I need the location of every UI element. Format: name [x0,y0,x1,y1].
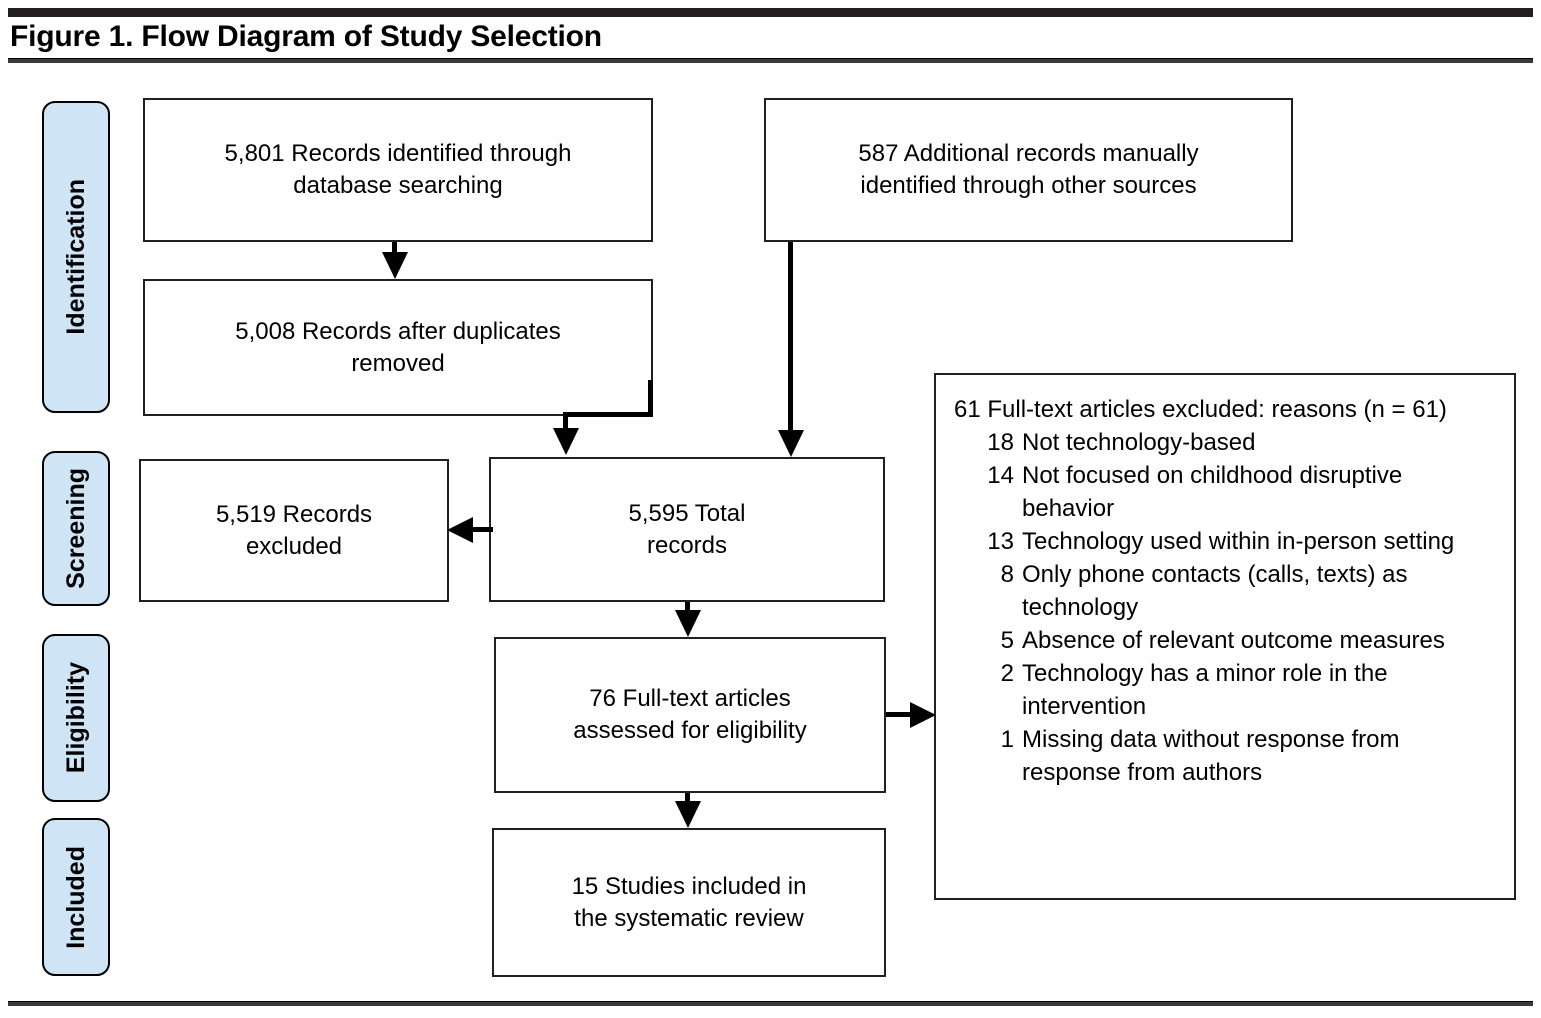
exclusion-reason-item: 18 Not technology-based [980,426,1500,459]
connector-duplicates-to-total-arrow [553,428,579,455]
exclusion-reason-text: Missing data without response from respo… [1022,726,1400,786]
connector-total-to-excluded-arrow [447,517,473,543]
box-records-identified-database-line2: database searching [293,172,503,199]
exclusion-reason-item: 8 Only phone contacts (calls, texts) as … [980,558,1500,624]
title-underline-rule [8,58,1533,63]
exclusion-reason-item: 13 Technology used within in-person sett… [980,525,1500,558]
box-fulltext-assessed-line1: 76 Full-text articles [589,685,791,712]
stage-label-identification: Identification [42,101,110,413]
exclusion-reason-item: 1 Missing data without response from res… [980,723,1500,789]
box-records-after-duplicates-line2: removed [351,349,445,377]
stage-label-screening: Screening [42,451,110,606]
box-additional-records-line2: identified through other sources [860,172,1197,199]
connector-total-to-fulltext-arrow [675,610,701,637]
box-total-records-line2: records [646,531,728,559]
box-records-after-duplicates-line1: 5,008 Records after duplicates [235,317,561,345]
exclusion-reason-text: Technology has a minor role in the inter… [1022,660,1388,720]
box-records-after-duplicates: 5,008 Records after duplicates removed [143,279,653,416]
box-records-excluded-line2: excluded [245,532,343,560]
box-total-records: 5,595 Total records [489,457,885,602]
box-exclusion-reasons: 61 Full-text articles excluded: reasons … [934,373,1516,900]
exclusion-reason-count: 18 [987,429,1014,456]
box-additional-records: 587 Additional records manually identifi… [764,98,1293,242]
exclusion-reason-count: 14 [987,462,1014,489]
box-studies-included-line1: 15 Studies included in [571,872,807,900]
stage-label-eligibility-text: Eligibility [61,662,90,774]
exclusion-reason-text: Technology used within in-person setting [1022,528,1455,555]
connector-duplicates-horizontal [563,412,653,417]
box-fulltext-assessed: 76 Full-text articles assessed for eligi… [494,637,886,793]
connector-identified-to-duplicates-line [392,242,397,254]
top-rule [8,8,1533,17]
stage-label-included: Included [42,818,110,976]
stage-label-included-text: Included [61,845,90,949]
connector-total-to-excluded-line [471,527,493,532]
connector-duplicates-to-total-line [563,412,568,430]
box-additional-records-line1: 587 Additional records manually [858,140,1199,167]
exclusion-reason-count: 1 [1000,726,1014,753]
connector-additional-to-total-arrow [778,430,804,457]
box-fulltext-assessed-line2: assessed for eligibility [573,717,807,744]
exclusion-reason-count: 5 [1000,627,1014,654]
exclusion-reasons-heading: 61 Full-text articles excluded: reasons … [954,396,1447,423]
exclusion-reason-item: 14 Not focused on childhood disruptive b… [980,459,1500,525]
stage-label-eligibility: Eligibility [42,634,110,802]
box-studies-included: 15 Studies included in the systematic re… [492,828,886,977]
stage-label-identification-text: Identification [61,179,90,335]
box-total-records-line1: 5,595 Total [628,499,746,527]
connector-identified-to-duplicates-arrow [382,252,408,279]
connector-fulltext-to-included-arrow [675,801,701,828]
exclusion-reason-count: 13 [987,528,1014,555]
box-studies-included-line2: the systematic review [574,904,804,932]
connector-fulltext-to-included-line [685,793,690,803]
box-records-excluded: 5,519 Records excluded [139,459,449,602]
exclusion-reason-item: 2 Technology has a minor role in the int… [980,657,1500,723]
exclusion-reason-count: 8 [1000,561,1014,588]
connector-duplicates-drop-right [648,380,653,416]
exclusion-reason-text: Only phone contacts (calls, texts) as te… [1022,561,1408,621]
exclusion-reason-item: 5 Absence of relevant outcome measures [980,624,1500,657]
box-records-identified-database: 5,801 Records identified through databas… [143,98,653,242]
bottom-rule [8,1001,1533,1006]
connector-fulltext-to-reasons-line [886,712,912,717]
exclusion-reason-text: Not focused on childhood disruptive beha… [1022,462,1403,522]
connector-additional-to-total-line [788,242,793,432]
exclusion-reason-text: Not technology-based [1022,429,1256,456]
connector-fulltext-to-reasons-arrow [910,702,936,728]
connector-total-to-fulltext-line [685,602,690,614]
exclusion-reason-count: 2 [1000,660,1014,687]
stage-label-screening-text: Screening [61,468,90,589]
page-title: Figure 1. Flow Diagram of Study Selectio… [10,20,602,53]
box-records-identified-database-line1: 5,801 Records identified through [224,140,572,167]
exclusion-reason-text: Absence of relevant outcome measures [1022,627,1445,654]
box-records-excluded-line1: 5,519 Records [215,500,373,528]
